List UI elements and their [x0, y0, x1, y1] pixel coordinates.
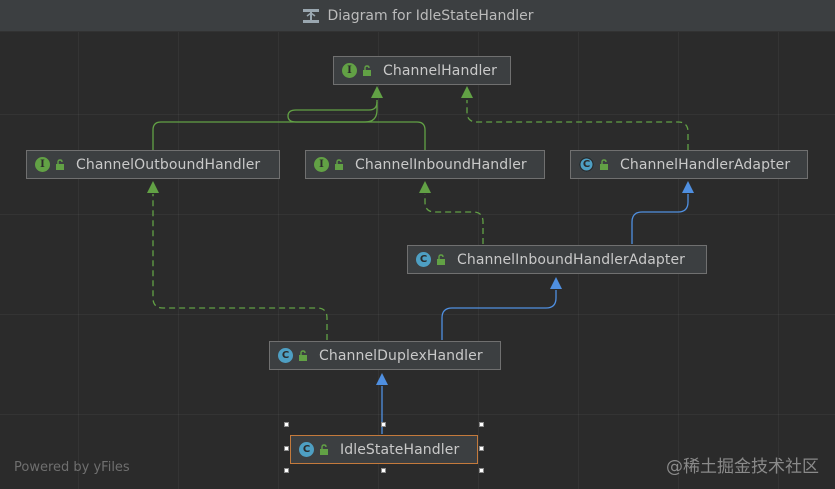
lock-open-icon — [56, 158, 64, 170]
node-channel-handler-adapter[interactable]: C ChannelHandlerAdapter — [570, 150, 808, 179]
arrowhead-duplex-handler — [376, 373, 388, 385]
arrowhead-channel-handler-2 — [461, 86, 473, 98]
interface-icon: I — [35, 157, 50, 172]
arrowhead-inbound-handler — [419, 181, 431, 193]
node-label: ChannelInboundHandler — [355, 156, 527, 173]
node-label: ChannelHandlerAdapter — [620, 156, 791, 173]
node-channel-duplex-handler[interactable]: C ChannelDuplexHandler — [269, 341, 501, 370]
node-channel-inbound-handler[interactable]: I ChannelInboundHandler — [305, 150, 545, 179]
node-label: ChannelHandler — [383, 62, 498, 79]
lock-open-icon — [299, 349, 307, 361]
interface-icon: I — [342, 63, 357, 78]
powered-by-label: Powered by yFiles — [14, 460, 130, 475]
selection-handle-bottom-right[interactable] — [479, 468, 484, 473]
node-label: ChannelDuplexHandler — [319, 347, 483, 364]
node-label: IdleStateHandler — [340, 441, 460, 458]
interface-icon: I — [314, 157, 329, 172]
window-title: Diagram for IdleStateHandler — [327, 7, 534, 24]
selection-handle-top[interactable] — [381, 422, 386, 427]
watermark: @稀土掘金技术社区 — [666, 457, 819, 477]
arrowhead-handler-adapter — [682, 181, 694, 193]
node-label: ChannelOutboundHandler — [76, 156, 261, 173]
lock-open-icon — [363, 64, 371, 76]
title-bar: Diagram for IdleStateHandler — [0, 0, 835, 32]
node-channel-outbound-handler[interactable]: I ChannelOutboundHandler — [26, 150, 280, 179]
diagram-icon — [302, 8, 320, 24]
node-channel-inbound-handler-adapter[interactable]: C ChannelInboundHandlerAdapter — [407, 245, 707, 274]
edge-inbound-to-handler — [287, 101, 426, 150]
edge-inbound-adapter-to-inbound — [424, 194, 484, 244]
lock-open-icon — [320, 443, 328, 455]
abstract-class-icon: C — [579, 157, 594, 172]
selection-handle-bottom[interactable] — [381, 468, 386, 473]
node-channel-handler[interactable]: I ChannelHandler — [333, 56, 511, 85]
edge-outbound-to-handler — [152, 100, 378, 150]
class-icon: C — [416, 252, 431, 267]
edge-duplex-to-inbound-adapter — [441, 290, 557, 340]
edge-adapter-to-handler — [466, 100, 689, 150]
lock-open-icon — [437, 253, 445, 265]
selection-handle-top-right[interactable] — [479, 422, 484, 427]
node-idle-state-handler[interactable]: C IdleStateHandler — [290, 435, 478, 464]
edge-duplex-to-outbound — [152, 194, 328, 340]
lock-open-icon — [335, 158, 343, 170]
lock-open-icon — [600, 158, 608, 170]
arrowhead-inbound-handler-adapter — [550, 277, 562, 289]
selection-handle-right[interactable] — [479, 446, 484, 451]
edge-inbound-adapter-to-adapter — [631, 194, 689, 244]
node-label: ChannelInboundHandlerAdapter — [457, 251, 686, 268]
class-icon: C — [278, 348, 293, 363]
arrowhead-channel-handler — [371, 86, 383, 98]
selection-handle-left[interactable] — [284, 446, 289, 451]
arrowhead-outbound-handler — [147, 181, 159, 193]
selection-handle-bottom-left[interactable] — [284, 468, 289, 473]
class-icon: C — [299, 442, 314, 457]
selection-handle-top-left[interactable] — [284, 422, 289, 427]
